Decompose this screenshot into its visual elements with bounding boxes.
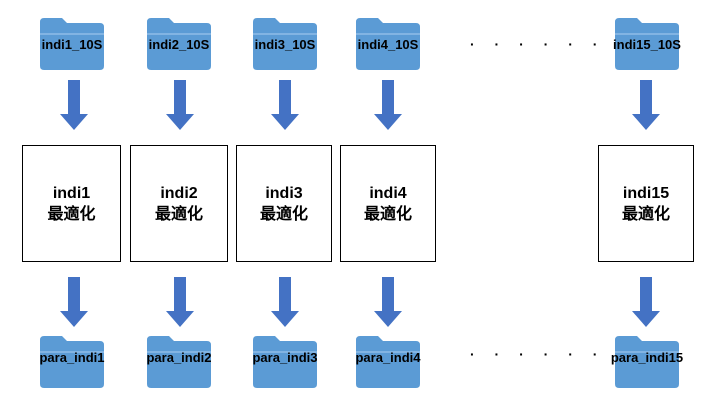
folder-icon <box>615 336 679 388</box>
folder-icon <box>253 336 317 388</box>
folder-icon <box>147 336 211 388</box>
down-arrow-icon <box>60 80 88 130</box>
process-name: indi4 <box>369 184 407 202</box>
process-action: 最適化 <box>621 205 670 223</box>
output-folder-indi2: para_indi2 <box>145 332 213 388</box>
down-arrow-icon <box>271 277 299 327</box>
process-name: indi2 <box>160 184 198 202</box>
process-box-indi4: indi4 最適化 <box>340 145 436 262</box>
ellipsis-bottom: · · · · · · · <box>470 346 630 362</box>
process-action: 最適化 <box>154 205 203 223</box>
input-folder-label: indi4_10S <box>357 37 419 52</box>
output-folder-indi15: para_indi15 <box>611 332 683 388</box>
down-arrow-icon <box>632 80 660 130</box>
input-folder-indi2: indi2_10S <box>145 14 213 70</box>
down-arrow-icon <box>632 277 660 327</box>
ellipsis-top: · · · · · · · <box>470 36 630 52</box>
folder-icon <box>40 336 104 388</box>
down-arrow-icon <box>166 277 194 327</box>
down-arrow-icon <box>60 277 88 327</box>
folder-icon <box>615 18 679 70</box>
output-folder-label: para_indi15 <box>610 350 684 365</box>
input-folder-label: indi15_10S <box>613 37 681 52</box>
folder-icon <box>356 336 420 388</box>
process-name: indi15 <box>622 184 670 202</box>
output-folder-label: para_indi2 <box>146 350 212 365</box>
output-folder-indi1: para_indi1 <box>38 332 106 388</box>
process-box-indi1: indi1 最適化 <box>22 145 121 262</box>
process-box-indi3: indi3 最適化 <box>236 145 332 262</box>
down-arrow-icon <box>374 277 402 327</box>
folder-icon <box>253 18 317 70</box>
folder-icon <box>40 18 104 70</box>
input-folder-indi1: indi1_10S <box>38 14 106 70</box>
output-folder-label: para_indi1 <box>39 350 105 365</box>
output-folder-indi3: para_indi3 <box>251 332 319 388</box>
folder-icon <box>147 18 211 70</box>
input-folder-label: indi3_10S <box>254 37 316 52</box>
down-arrow-icon <box>271 80 299 130</box>
input-folder-label: indi2_10S <box>148 37 210 52</box>
output-folder-indi4: para_indi4 <box>354 332 422 388</box>
down-arrow-icon <box>166 80 194 130</box>
process-action: 最適化 <box>363 205 412 223</box>
process-name: indi3 <box>265 184 303 202</box>
input-folder-label: indi1_10S <box>41 37 103 52</box>
down-arrow-icon <box>374 80 402 130</box>
input-folder-indi15: indi15_10S <box>613 14 681 70</box>
process-action: 最適化 <box>259 205 308 223</box>
input-folder-indi3: indi3_10S <box>251 14 319 70</box>
process-name: indi1 <box>52 184 91 202</box>
process-box-indi15: indi15 最適化 <box>598 145 694 262</box>
output-folder-label: para_indi4 <box>355 350 421 365</box>
folder-icon <box>356 18 420 70</box>
output-folder-label: para_indi3 <box>252 350 318 365</box>
input-folder-indi4: indi4_10S <box>354 14 422 70</box>
process-action: 最適化 <box>47 205 96 223</box>
process-box-indi2: indi2 最適化 <box>130 145 228 262</box>
